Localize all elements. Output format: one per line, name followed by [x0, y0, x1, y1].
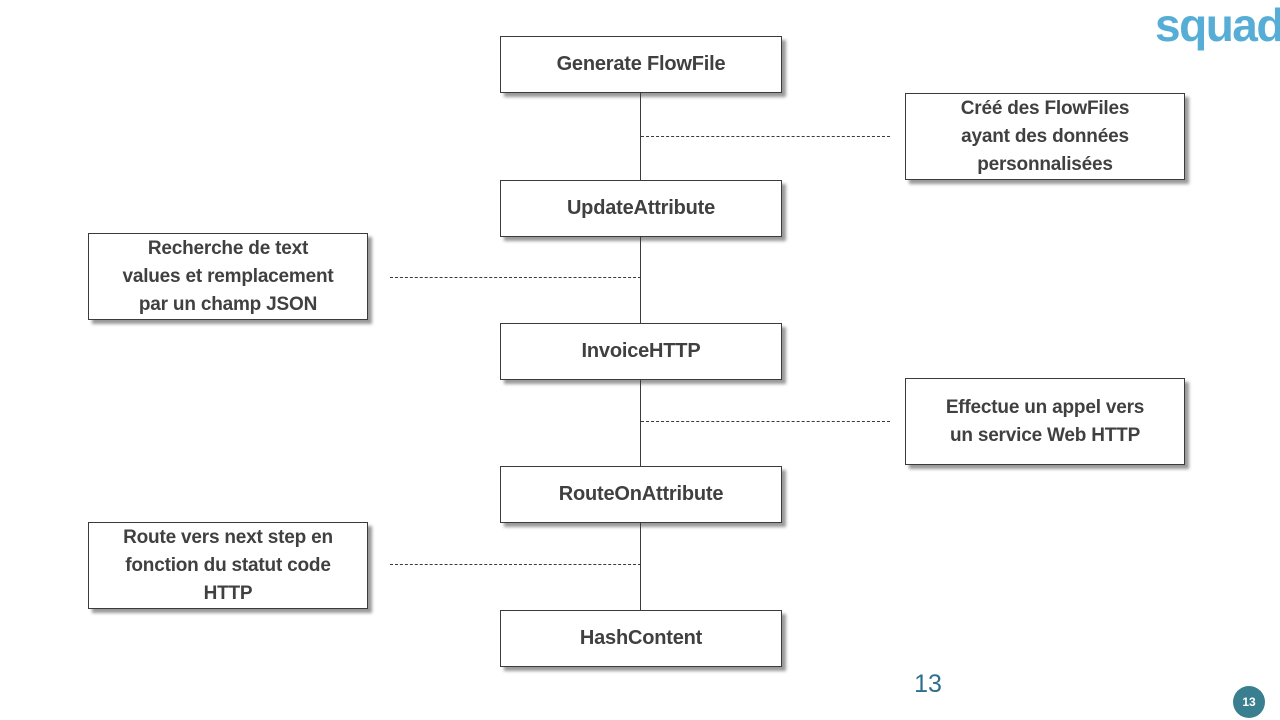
- annotation-http-web-service-call: Effectue un appel vers un service Web HT…: [905, 378, 1185, 465]
- connector-line: [640, 237, 641, 323]
- flow-node-label: RouteOnAttribute: [558, 483, 724, 505]
- flow-node-label: UpdateAttribute: [566, 197, 716, 219]
- annotation-text: Effectue un appel vers un service Web HT…: [945, 396, 1145, 446]
- annotation-create-flowfiles: Créé des FlowFiles ayant des données per…: [905, 93, 1185, 180]
- flow-node-update-attribute: UpdateAttribute: [500, 180, 782, 237]
- dashed-connector: [641, 136, 890, 137]
- flow-node-hash-content: HashContent: [500, 610, 782, 667]
- flow-node-label: InvoiceHTTP: [581, 340, 701, 362]
- dashed-connector: [641, 421, 890, 422]
- squad-logo: squad: [1155, 0, 1280, 51]
- flow-node-label: Generate FlowFile: [556, 53, 726, 75]
- annotation-text: Créé des FlowFiles ayant des données per…: [960, 97, 1130, 175]
- connector-line: [640, 380, 641, 466]
- annotation-text: Recherche de text values et remplacement…: [122, 237, 334, 315]
- annotation-route-status-code: Route vers next step en fonction du stat…: [88, 522, 368, 609]
- annotation-search-replace-json: Recherche de text values et remplacement…: [88, 233, 368, 320]
- connector-line: [640, 523, 641, 610]
- flow-node-label: HashContent: [579, 627, 703, 649]
- flow-node-invoice-http: InvoiceHTTP: [500, 323, 782, 380]
- page-number-badge: 13: [1233, 686, 1265, 718]
- page-number: 13: [914, 670, 942, 698]
- dashed-connector: [390, 564, 641, 565]
- flow-node-generate-flowfile: Generate FlowFile: [500, 36, 782, 93]
- connector-line: [640, 93, 641, 180]
- flow-node-route-on-attribute: RouteOnAttribute: [500, 466, 782, 523]
- annotation-text: Route vers next step en fonction du stat…: [123, 526, 333, 604]
- dashed-connector: [390, 277, 641, 278]
